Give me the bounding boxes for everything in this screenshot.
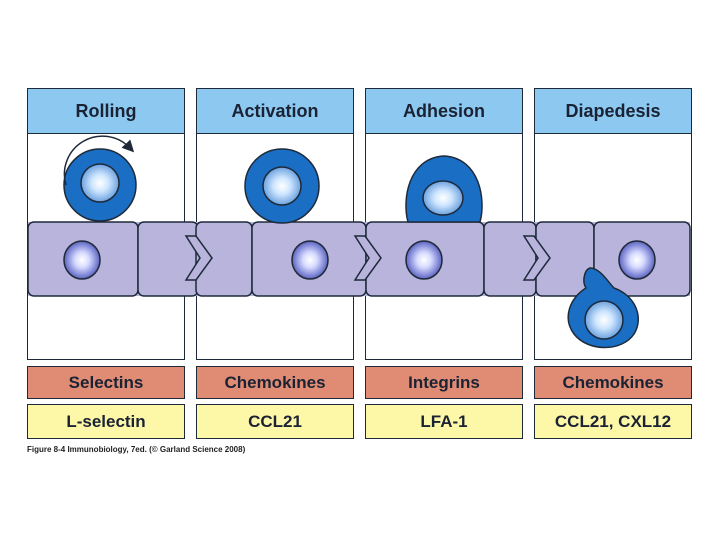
stage-transition-arrow — [522, 235, 551, 281]
leukocyte-nucleus — [422, 180, 464, 216]
adhesion-molecule-activation: Chemokines — [196, 366, 354, 399]
stage-transition-arrow — [184, 235, 213, 281]
ligand-rolling: L-selectin — [27, 404, 185, 439]
endothelial-nucleus — [405, 240, 443, 280]
endothelial-cell — [137, 221, 199, 297]
adhesion-molecule-rolling: Selectins — [27, 366, 185, 399]
leukocyte-nucleus — [584, 300, 624, 340]
stage-transition-arrow — [353, 235, 382, 281]
figure-caption: Figure 8-4 Immunobiology, 7ed. (© Garlan… — [27, 445, 246, 454]
endothelial-nucleus — [291, 240, 329, 280]
ligand-diapedesis: CCL21, CXL12 — [534, 404, 692, 439]
adhesion-molecule-adhesion: Integrins — [365, 366, 523, 399]
adhesion-molecule-diapedesis: Chemokines — [534, 366, 692, 399]
stage-title-activation: Activation — [196, 88, 354, 134]
endothelial-nucleus — [618, 240, 656, 280]
endothelial-cell — [483, 221, 537, 297]
stage-title-rolling: Rolling — [27, 88, 185, 134]
ligand-activation: CCL21 — [196, 404, 354, 439]
ligand-adhesion: LFA-1 — [365, 404, 523, 439]
leukocyte-nucleus — [80, 163, 120, 203]
stage-title-diapedesis: Diapedesis — [534, 88, 692, 134]
leukocyte-nucleus — [262, 166, 302, 206]
endothelial-nucleus — [63, 240, 101, 280]
stage-title-adhesion: Adhesion — [365, 88, 523, 134]
rolling-arrow-icon — [63, 135, 135, 186]
